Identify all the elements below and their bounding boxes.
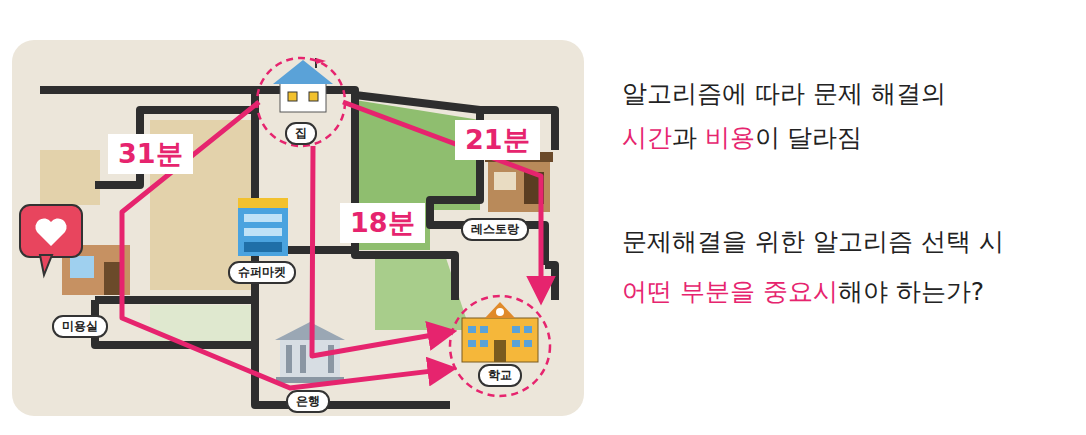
place-label: 미용실 <box>52 315 108 338</box>
place-name: 집 <box>285 122 317 145</box>
text-line: 문제해결을 위한 알고리즘 선택 시 <box>622 226 1004 258</box>
place-name: 학교 <box>478 364 522 387</box>
place-circle: 학교 <box>448 294 552 398</box>
green-block <box>150 305 255 345</box>
supermarket-icon <box>238 198 288 256</box>
explanation-text: 해야 하는가? <box>838 277 984 306</box>
place-label: 슈퍼마켓 <box>228 261 296 284</box>
explanation-text: 시간 <box>622 123 672 152</box>
place-name: 레스토랑 <box>471 222 519 236</box>
explanation-text: 알고리즘에 따라 문제 해결의 <box>622 79 946 108</box>
dashed-ring <box>257 58 345 146</box>
place-name: 미용실 <box>62 319 98 333</box>
explanation-text: 어떤 부분을 중요시 <box>622 277 838 306</box>
place-label: 레스토랑 <box>461 218 529 241</box>
explanation-text: 비용 <box>705 123 755 152</box>
text-line: 시간과 비용이 달라짐 <box>622 122 862 154</box>
route-time: 18분 <box>340 203 425 243</box>
place-circle: 집 <box>255 56 347 148</box>
house-icon <box>273 58 333 112</box>
map-ground <box>12 40 584 416</box>
explanation-text: 이 달라짐 <box>755 123 863 152</box>
text-line: 어떤 부분을 중요시해야 하는가? <box>622 276 984 308</box>
salon-icon <box>20 205 130 295</box>
sand-block <box>40 150 100 205</box>
route-time: 21분 <box>455 120 540 160</box>
explanation-text: 문제해결을 위한 알고리즘 선택 시 <box>622 227 1004 256</box>
text-line: 알고리즘에 따라 문제 해결의 <box>622 78 946 110</box>
route-time: 31분 <box>108 134 193 174</box>
place-label: 은행 <box>286 390 330 413</box>
dashed-ring <box>450 296 550 396</box>
school-icon <box>462 302 538 362</box>
place-name: 은행 <box>296 394 320 408</box>
route-arrow <box>312 146 450 356</box>
place-name: 슈퍼마켓 <box>238 265 286 279</box>
explanation-text: 과 <box>672 123 697 152</box>
route-arrow <box>343 102 541 298</box>
roads <box>40 90 555 405</box>
